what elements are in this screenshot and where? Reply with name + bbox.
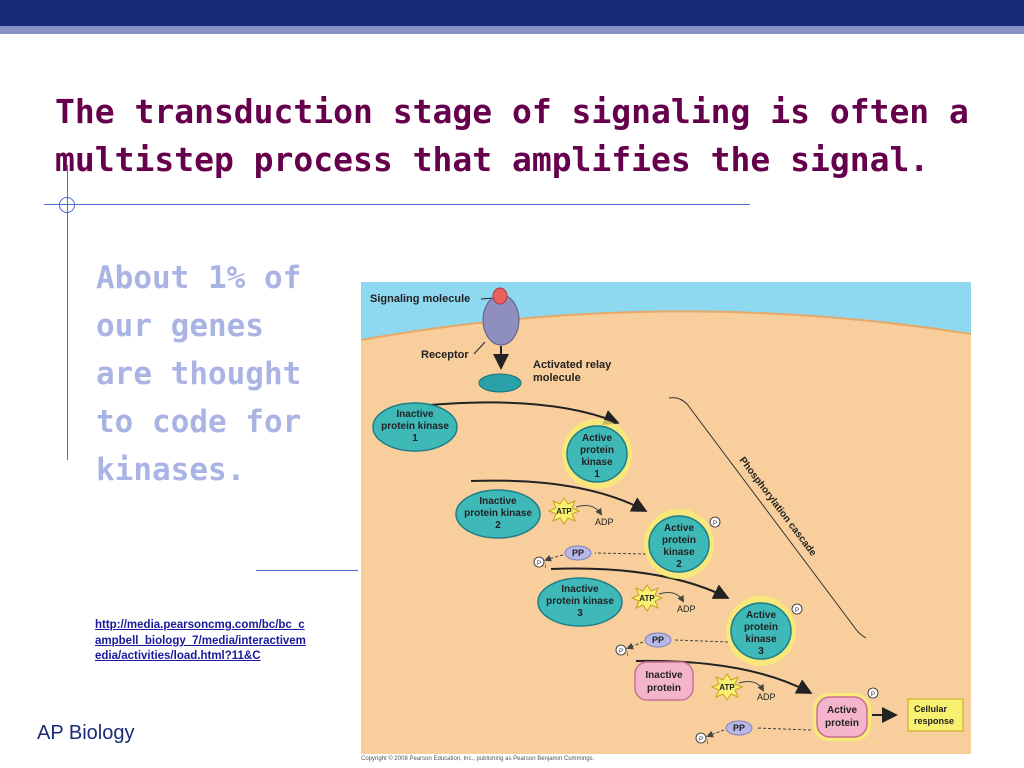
kinase-fact-text: About 1% of our genes are thought to cod… <box>96 260 302 488</box>
cascade-bracket <box>668 397 867 639</box>
active-protein-line1: Active <box>827 705 857 716</box>
dephos-arrow-4 <box>706 729 725 738</box>
cellular-response-line2: response <box>914 716 954 726</box>
active-protein <box>816 696 868 738</box>
inactive-kinase-3-number: 3 <box>577 608 583 619</box>
atp-burst-4 <box>710 673 744 701</box>
active-kinase-2-line1: Active <box>664 523 694 534</box>
active-kinase-1 <box>566 425 628 483</box>
adp-arrow-4 <box>738 681 765 692</box>
inactive-kinase-1-number: 1 <box>412 433 418 444</box>
phosphate-tag-3-label: P <box>795 608 799 614</box>
active-kinase-3-line2: protein <box>744 622 778 633</box>
inactive-kinase-2-line2: protein kinase <box>464 508 532 519</box>
dephos-line-4 <box>755 727 812 731</box>
atp-label-2: ATP <box>556 507 572 516</box>
adp-label-3: ADP <box>677 604 696 614</box>
pp-label-4: PP <box>733 723 745 733</box>
active-protein-line2: protein <box>825 718 859 729</box>
pi-i-3: i <box>627 652 628 658</box>
receptor-label: Receptor <box>421 349 469 361</box>
title-divider <box>44 204 750 205</box>
cascade-arrow-3 <box>550 567 730 599</box>
inactive-kinase-3 <box>537 577 623 627</box>
dephos-line-2 <box>594 552 647 555</box>
side-divider <box>256 570 358 571</box>
footer-label: AP Biology <box>37 722 135 744</box>
adp-arrow-2 <box>575 505 603 516</box>
cellular-response-box <box>907 698 964 732</box>
animation-link[interactable]: http://media.pearsoncmg.com/bc/bc_campbe… <box>95 619 306 662</box>
receptor-leader <box>473 341 486 355</box>
active-kinase-3-number: 3 <box>758 646 764 657</box>
inactive-kinase-1-line1: Inactive <box>396 409 434 420</box>
adp-label-2: ADP <box>595 517 614 527</box>
inactive-kinase-3-line2: protein kinase <box>546 596 614 607</box>
phosphate-tag-4 <box>867 687 879 699</box>
active-kinase-1-line1: Active <box>582 433 612 444</box>
inactive-protein-line2: protein <box>647 683 681 694</box>
pi-p-3: P <box>619 649 623 655</box>
phosphate-tag-2-label: P <box>713 521 717 527</box>
copyright-note: Copyright © 2008 Pearson Education, Inc.… <box>361 756 595 762</box>
active-kinase-2-line2: protein <box>662 535 696 546</box>
cascade-arrow-2 <box>470 479 648 512</box>
phosphate-tag-2 <box>709 516 721 528</box>
inactive-kinase-3-line1: Inactive <box>561 584 599 595</box>
pi-p-4: P <box>699 737 703 743</box>
signaling-molecule-label: Signaling molecule <box>370 293 470 305</box>
dephos-arrow-3 <box>626 641 644 650</box>
active-kinase-1-line3: kinase <box>581 457 613 468</box>
plasma-membrane <box>361 310 971 341</box>
active-kinase-2-line3: kinase <box>663 547 695 558</box>
header-bar-accent <box>0 26 1024 34</box>
cellular-response-line1: Cellular <box>914 704 948 714</box>
adp-label-4: ADP <box>757 692 776 702</box>
active-kinase-3-line3: kinase <box>745 634 777 645</box>
pi-circle-4 <box>695 732 707 744</box>
crosshair-ornament <box>59 197 75 213</box>
cascade-arrow-4 <box>635 659 813 694</box>
atp-burst-3 <box>630 584 664 612</box>
left-vertical-rule <box>67 165 68 460</box>
slide-title: The transduction stage of signaling is o… <box>55 92 969 179</box>
relay-label-line1: Activated relay <box>533 359 612 371</box>
inactive-kinase-2-line1: Inactive <box>479 496 517 507</box>
atp-label-4: ATP <box>719 683 735 692</box>
pi-i-4: i <box>707 740 708 746</box>
atp-burst-2 <box>547 497 581 525</box>
signaling-molecule-shape <box>492 287 508 305</box>
active-kinase-3-line1: Active <box>746 610 776 621</box>
active-kinase-2-number: 2 <box>676 559 682 570</box>
active-kinase-1-line2: protein <box>580 445 614 456</box>
inactive-kinase-1-line2: protein kinase <box>381 421 449 432</box>
inactive-kinase-2-number: 2 <box>495 520 501 531</box>
dephos-line-3 <box>674 639 729 643</box>
phosphorylation-cascade-figure: Signaling molecule Receptor Activated re… <box>361 282 971 754</box>
phosphatase-3 <box>644 632 672 648</box>
phosphatase-2 <box>564 545 592 561</box>
inactive-protein-line1: Inactive <box>645 670 683 681</box>
pp-label-2: PP <box>572 548 584 558</box>
inactive-protein <box>634 661 694 701</box>
phosphate-tag-4-label: P <box>871 692 875 698</box>
active-kinase-1-number: 1 <box>594 469 600 480</box>
adp-arrow-3 <box>658 592 685 603</box>
relay-label-line2: molecule <box>533 372 581 384</box>
active-kinase-3 <box>730 602 792 660</box>
phosphate-tag-3 <box>791 603 803 615</box>
phosphatase-4 <box>725 720 753 736</box>
header-bar <box>0 0 1024 26</box>
pp-label-3: PP <box>652 635 664 645</box>
inactive-kinase-2 <box>455 489 541 539</box>
relay-molecule-shape <box>478 373 522 393</box>
pi-p-2: P <box>537 561 541 567</box>
pi-circle-2 <box>533 556 545 568</box>
pi-circle-3 <box>615 644 627 656</box>
inactive-kinase-1 <box>372 402 458 452</box>
pi-i-2: i <box>545 564 546 570</box>
dephos-arrow-2 <box>544 554 564 562</box>
active-kinase-2 <box>648 515 710 573</box>
atp-label-3: ATP <box>639 594 655 603</box>
